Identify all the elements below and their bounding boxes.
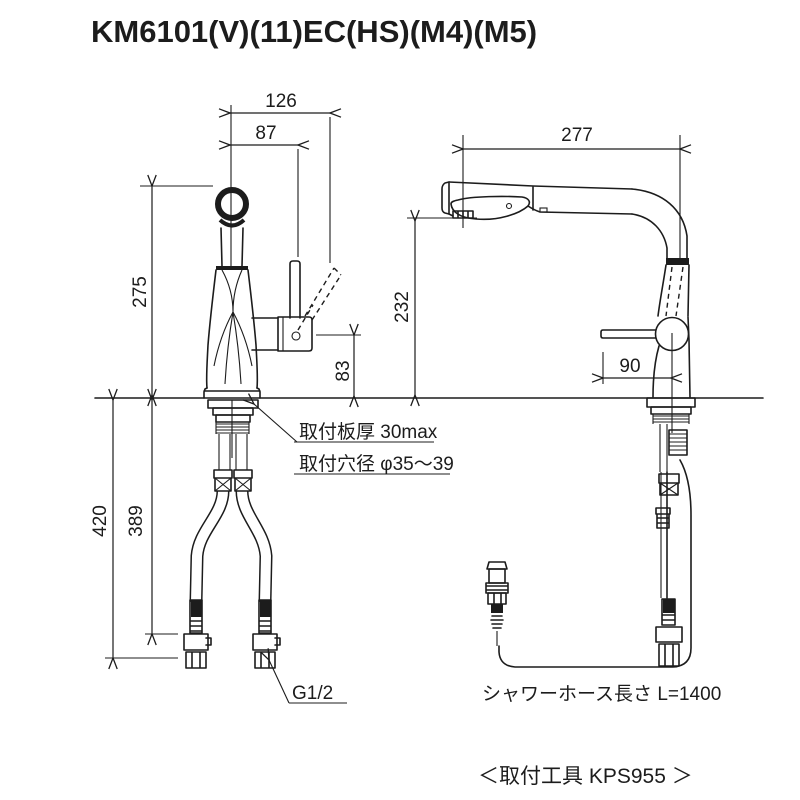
mount-hole-diameter-label: 取付穴径 φ35～39 — [299, 453, 454, 475]
side-view-faucet — [441, 181, 696, 668]
dim-label-420: 420 — [90, 505, 111, 537]
supply-thread-label: G1/2 — [292, 683, 333, 704]
shower-hose-length-label: シャワーホース長さ L=1400 — [482, 684, 721, 705]
dim-label-90: 90 — [619, 356, 640, 377]
dimension-275: 275 — [130, 186, 213, 395]
lever-swing-range-dashed — [297, 267, 342, 331]
shower-hose-under-sink — [498, 459, 692, 668]
dimension-277: 277 — [463, 125, 680, 262]
dimension-87: 87 — [230, 123, 298, 257]
mounting-note: 取付板厚 30max 取付穴径 φ35～39 — [254, 404, 454, 475]
dimension-420: 420 — [90, 400, 178, 658]
dimension-126: 126 — [230, 91, 330, 268]
dim-label-277: 277 — [561, 125, 593, 146]
dimension-90: 90 — [603, 333, 672, 433]
dim-label-87: 87 — [255, 123, 276, 144]
hose-end-connector-left — [183, 599, 212, 669]
dimension-389: 389 — [126, 400, 178, 634]
dim-label-389: 389 — [126, 505, 147, 537]
thread-note: G1/2 — [269, 660, 347, 704]
mounting-tool-label: ＜取付工具 KPS955 ＞ — [478, 765, 693, 788]
dim-label-83: 83 — [333, 360, 354, 381]
pullout-spray-head — [441, 181, 633, 221]
front-view-mounting-shank — [207, 399, 259, 470]
dimension-83: 83 — [316, 335, 361, 396]
dim-label-275: 275 — [130, 276, 151, 308]
dimension-232: 232 — [392, 218, 477, 395]
supply-hoses — [189, 469, 273, 603]
spout-outlet-ring — [215, 187, 249, 221]
side-view-mounting-shank — [646, 397, 696, 472]
dim-label-126: 126 — [265, 91, 297, 112]
model-number-title: KM6101(V)(11)EC(HS)(M4)(M5) — [91, 14, 538, 49]
dim-label-232: 232 — [392, 291, 413, 323]
mount-plate-thickness-label: 取付板厚 30max — [299, 421, 438, 443]
front-view-faucet — [183, 187, 342, 669]
shower-hose-connector-piece — [485, 561, 509, 646]
hose-end-connector-right — [252, 599, 281, 669]
